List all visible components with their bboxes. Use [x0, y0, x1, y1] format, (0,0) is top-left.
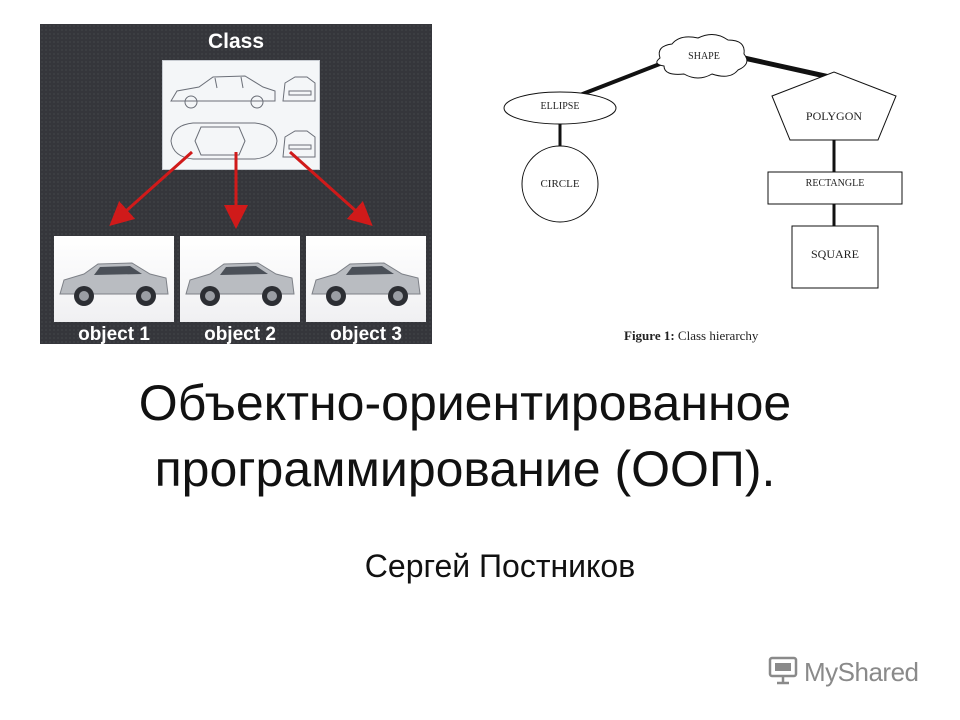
object-2-label: object 2	[176, 324, 304, 346]
figure-caption: Figure 1: Class hierarchy	[624, 328, 758, 344]
object-1-car-image	[54, 236, 174, 322]
object-3-car-image	[306, 236, 426, 322]
node-square: SQUARE	[792, 247, 878, 262]
slide-title-line-2: программирование (ООП).	[40, 436, 890, 502]
node-ellipse: ELLIPSE	[520, 101, 600, 112]
slide-author: Сергей Постников	[240, 548, 760, 585]
watermark: MyShared	[768, 652, 928, 692]
figure-caption-prefix: Figure 1:	[624, 328, 675, 343]
node-circle: CIRCLE	[520, 178, 600, 190]
object-2-car-image	[180, 236, 300, 322]
figure-caption-text: Class hierarchy	[678, 328, 759, 343]
node-rectangle: RECTANGLE	[768, 178, 902, 189]
object-1-label: object 1	[50, 324, 178, 346]
watermark-text: MyShared	[804, 657, 919, 688]
slide-title: Объектно-ориентированное программировани…	[40, 370, 890, 502]
slide-title-line-1: Объектно-ориентированное	[40, 370, 890, 436]
object-3-label: object 3	[302, 324, 430, 346]
presentation-board-icon	[768, 655, 798, 690]
node-shape: SHAPE	[668, 51, 740, 62]
class-objects-illustration: Class	[40, 24, 432, 344]
node-polygon: POLYGON	[784, 109, 884, 124]
